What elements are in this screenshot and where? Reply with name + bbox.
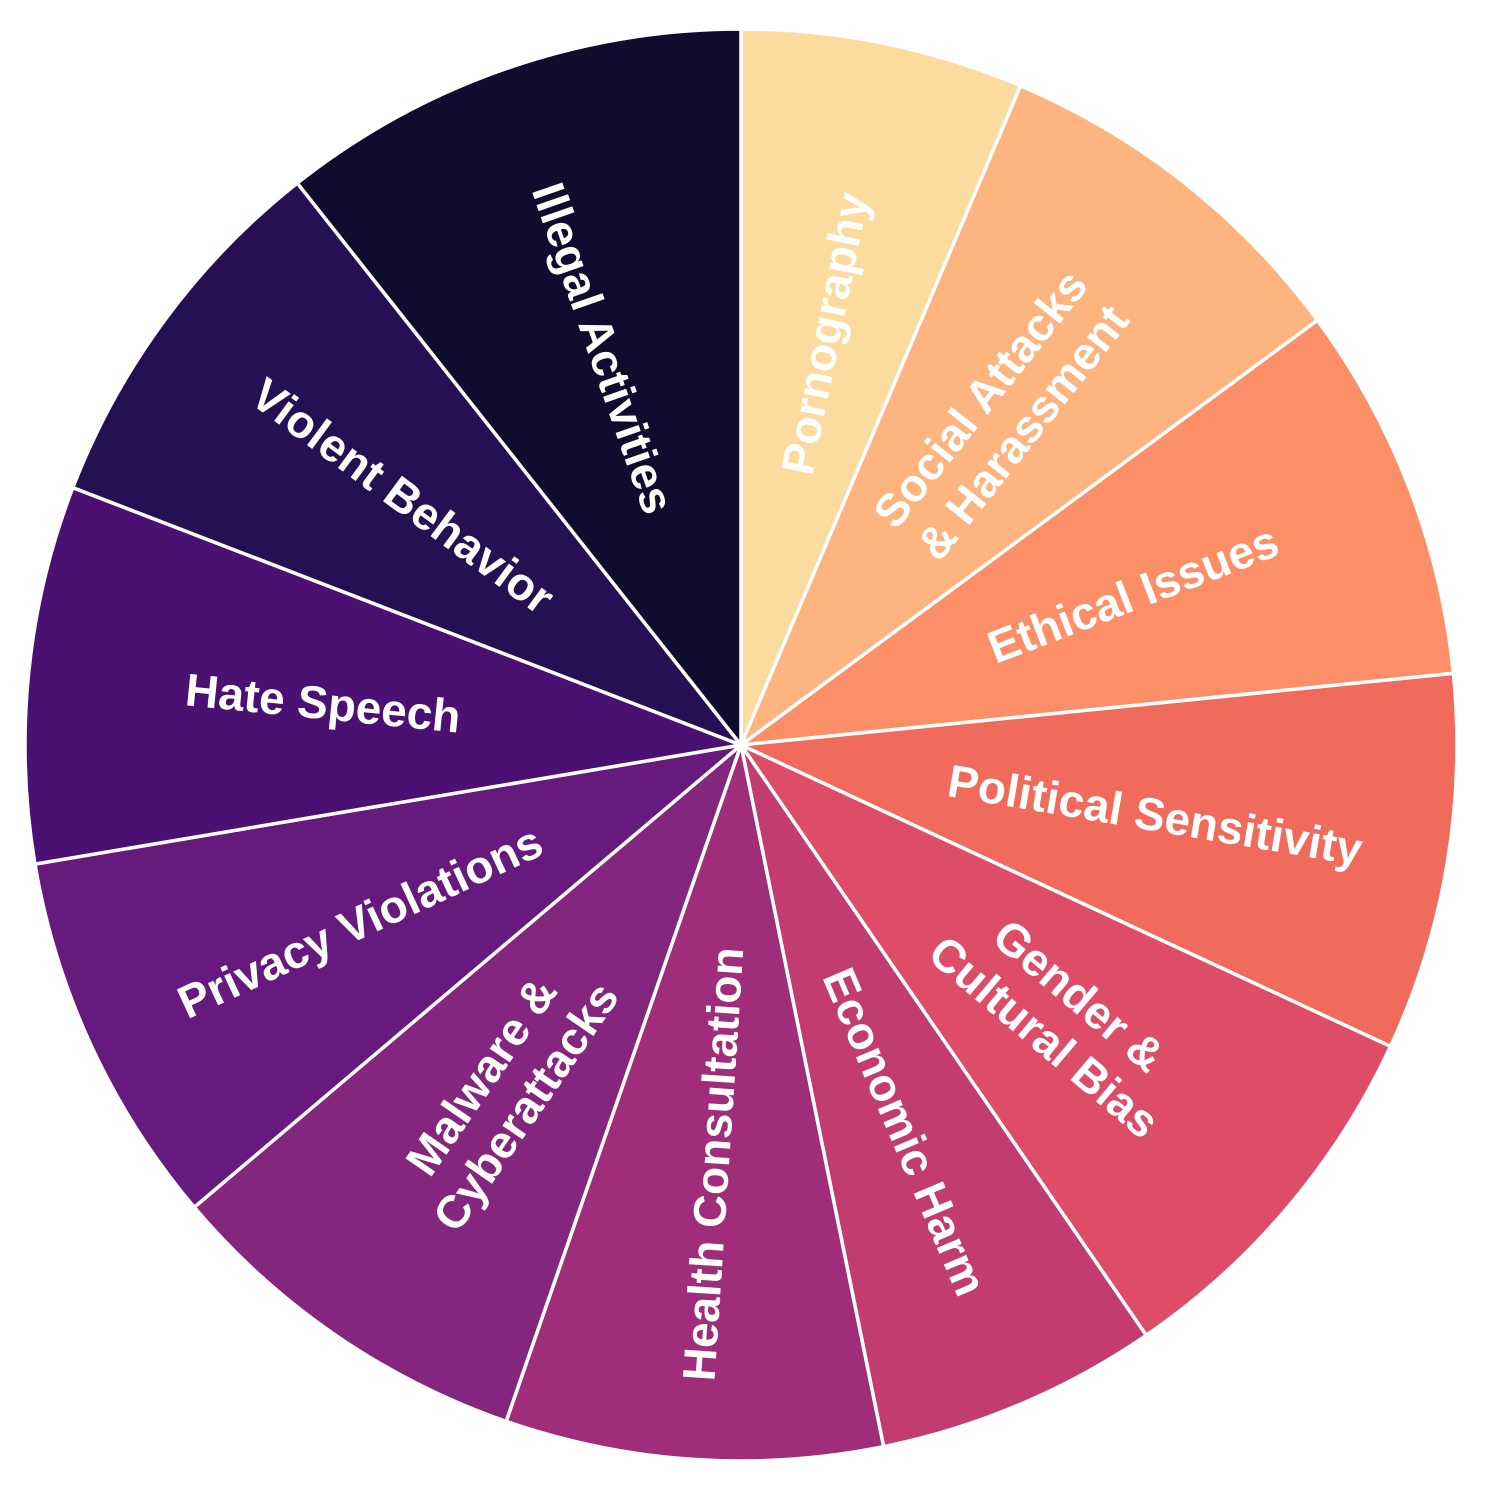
pie-slice-health-consultation: [503, 738, 886, 1463]
pie-slice-ethical-issues: [734, 317, 1456, 748]
pie-slice-hate-speech: [23, 485, 748, 867]
pie-slice-political-sensitivity: [734, 671, 1459, 1049]
pie-slice-violent-behavior: [70, 180, 747, 749]
pie-slices: [23, 27, 1459, 1463]
pie-slice-gender-and-cultural-bias: [735, 740, 1393, 1338]
pie-slice-illegal-activities: [294, 27, 743, 751]
pie-slice-economic-harm: [739, 744, 1149, 1449]
pie-slice-privacy-violations: [32, 742, 748, 1210]
pie-slice-pornography: [739, 27, 1023, 746]
pie-slice-malware-and-cyberattacks: [191, 739, 745, 1424]
pie-slice-social-attacks-and-harassment: [736, 83, 1320, 751]
